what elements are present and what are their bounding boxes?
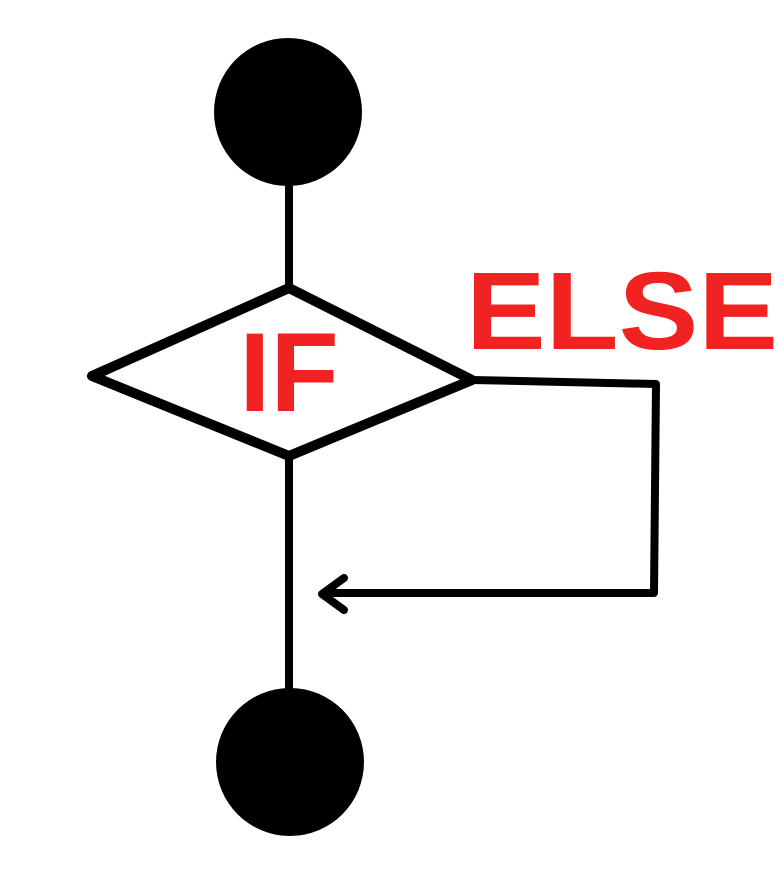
start-node <box>214 38 362 186</box>
else-branch-connector <box>322 376 660 597</box>
end-node <box>216 688 364 836</box>
else-label: ELSE <box>466 250 778 373</box>
else-branch-arrowhead <box>318 574 348 614</box>
if-label: IF <box>239 310 339 435</box>
